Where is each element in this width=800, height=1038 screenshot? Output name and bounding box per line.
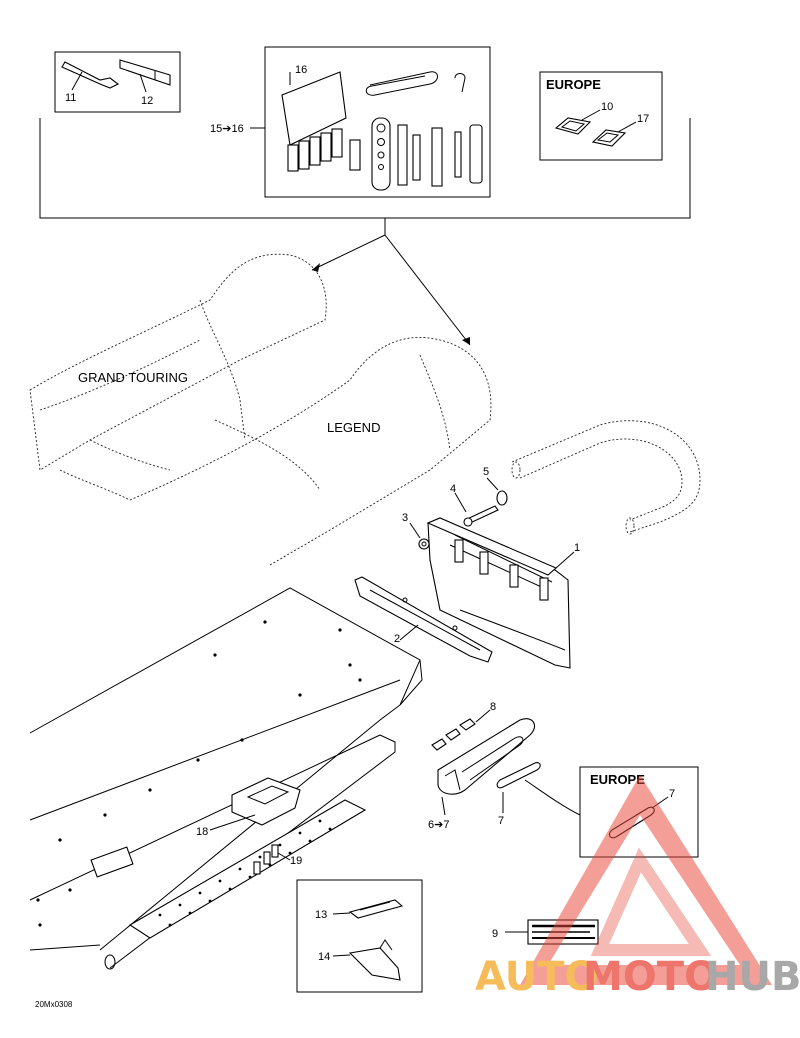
label-12: 12 xyxy=(141,95,153,107)
tool-pouch-sockets xyxy=(287,128,343,172)
label-17: 17 xyxy=(637,113,649,125)
screws-19: 19 xyxy=(253,844,302,875)
diagram-code: 20Mx0308 xyxy=(35,1000,73,1009)
running-board-holes xyxy=(158,819,332,927)
label-2: 2 xyxy=(394,633,400,645)
seats-outline: GRAND TOURING LEGEND xyxy=(29,253,492,566)
seat-grand-touring-label: GRAND TOURING xyxy=(78,370,188,385)
toolkit-bracket xyxy=(39,118,691,346)
label-18: 18 xyxy=(196,826,208,838)
label-10: 10 xyxy=(601,101,613,113)
label-6-7: 6➔7 xyxy=(428,819,449,831)
grab-handle xyxy=(511,420,701,535)
wrench-box: 11 12 xyxy=(54,51,181,113)
europe-top-title: EUROPE xyxy=(546,77,601,92)
europe-mid-title: EUROPE xyxy=(590,772,645,787)
watermark-hub: HUB xyxy=(705,954,800,1000)
label-4: 4 xyxy=(450,483,456,495)
label-5: 5 xyxy=(483,466,489,478)
label-13: 13 xyxy=(315,909,327,921)
label-3: 3 xyxy=(402,512,408,524)
tunnel-holes xyxy=(36,620,362,927)
label-14: 14 xyxy=(318,951,330,963)
label-9: 9 xyxy=(492,928,498,940)
label-1: 1 xyxy=(574,542,580,554)
part-rear-rack: 1 xyxy=(426,517,580,669)
watermark-moto: MOTO xyxy=(583,954,718,1000)
hardware-3-4-5: 4 5 3 xyxy=(402,466,508,550)
box-13-14: 13 14 xyxy=(296,879,423,993)
label-7-b: 7 xyxy=(669,788,675,800)
seat-legend-label: LEGEND xyxy=(327,420,380,435)
label-19: 19 xyxy=(290,855,302,867)
decal-9: 9 xyxy=(492,919,599,945)
watermark-auto: AUTO xyxy=(475,954,599,1000)
label-11: 11 xyxy=(65,92,76,104)
reflector-housing: 8 6➔7 7 xyxy=(428,701,541,831)
toolkit-box: 16 15➔16 xyxy=(210,46,491,198)
part-bracket-2: 2 xyxy=(354,576,493,663)
label-8: 8 xyxy=(490,701,496,713)
label-15-16: 15➔16 xyxy=(210,123,244,135)
europe-box-top: EUROPE 10 17 xyxy=(539,71,663,161)
automotohub-watermark: AUTO MOTO HUB xyxy=(475,775,800,1000)
tunnel-chassis: 18 19 xyxy=(29,587,423,970)
label-16: 16 xyxy=(295,64,307,76)
label-7-a: 7 xyxy=(498,815,504,827)
